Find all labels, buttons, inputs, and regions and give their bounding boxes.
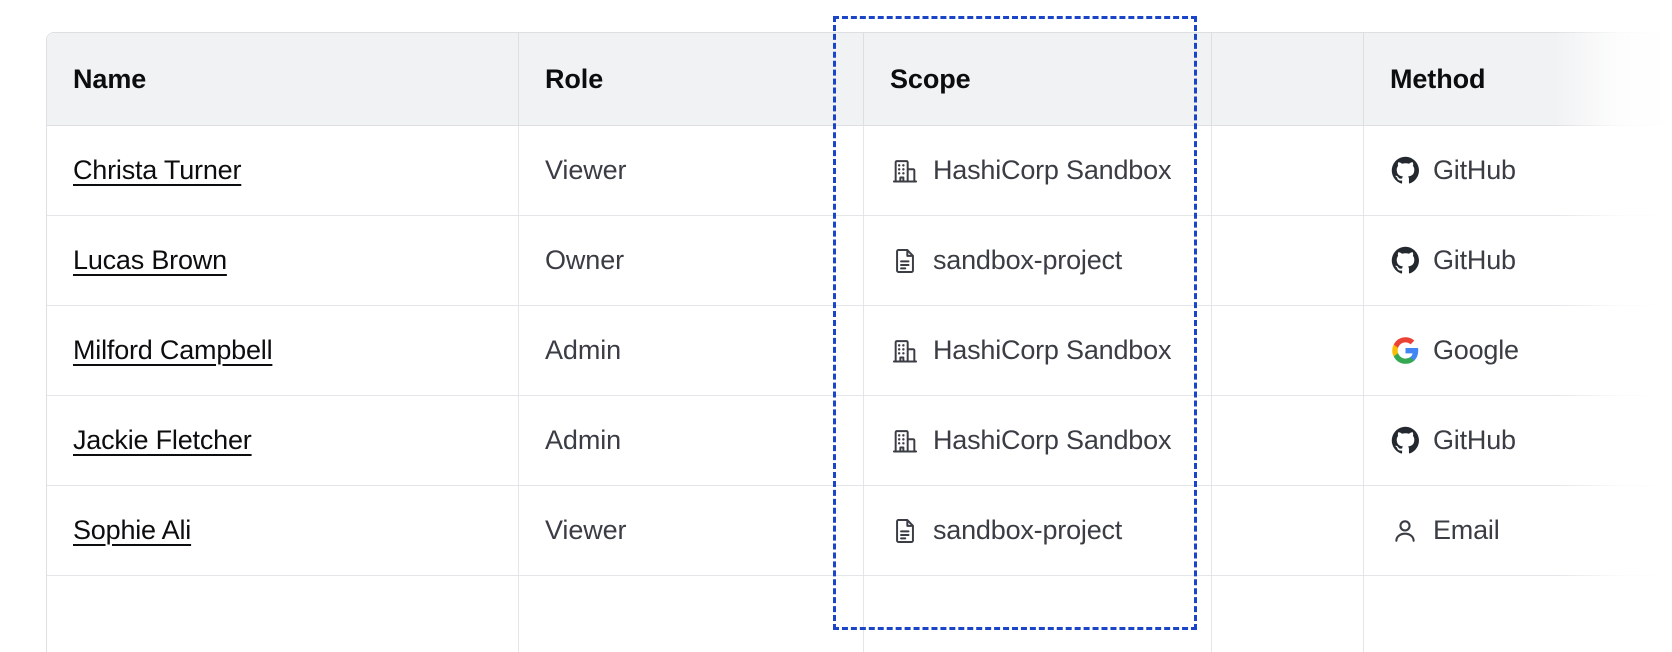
github-icon	[1390, 246, 1420, 276]
user-name-link[interactable]: Jackie Fletcher	[73, 425, 252, 455]
column-header-method[interactable]: Method	[1364, 33, 1672, 126]
organization-building-icon	[890, 426, 920, 456]
scope-label: sandbox-project	[933, 515, 1123, 545]
github-icon	[1390, 156, 1420, 186]
cell-scope: HashiCorp Sandbox	[864, 306, 1212, 396]
cell-blank	[1212, 126, 1364, 216]
method-label: GitHub	[1433, 425, 1516, 455]
cell-name: Lucas Brown	[47, 216, 519, 306]
cell-role	[519, 576, 864, 652]
column-header-role[interactable]: Role	[519, 33, 864, 126]
scope-label: HashiCorp Sandbox	[933, 335, 1172, 365]
cell-scope: HashiCorp Sandbox	[864, 126, 1212, 216]
cell-role: Viewer	[519, 126, 864, 216]
column-header-name[interactable]: Name	[47, 33, 519, 126]
cell-scope: HashiCorp Sandbox	[864, 396, 1212, 486]
table-row[interactable]: Christa Turner Viewer	[47, 126, 1672, 216]
cell-name: Milford Campbell	[47, 306, 519, 396]
cell-method	[1364, 576, 1672, 652]
cell-scope	[864, 576, 1212, 652]
cell-scope: sandbox-project	[864, 486, 1212, 576]
cell-name: Jackie Fletcher	[47, 396, 519, 486]
table-row[interactable]: Sophie Ali Viewer sa	[47, 486, 1672, 576]
user-name-link[interactable]: Sophie Ali	[73, 515, 192, 545]
method-label: Google	[1433, 335, 1519, 365]
cell-method: Email	[1364, 486, 1672, 576]
user-person-icon	[1390, 516, 1420, 546]
permissions-table-scroll-container[interactable]: Name Role Scope Method Christa Turner Vi…	[46, 32, 1672, 652]
cell-blank	[1212, 486, 1364, 576]
cell-scope: sandbox-project	[864, 216, 1212, 306]
cell-role: Viewer	[519, 486, 864, 576]
table-row[interactable]: Milford Campbell Admin	[47, 306, 1672, 396]
user-name-link[interactable]: Christa Turner	[73, 155, 242, 185]
project-document-icon	[890, 246, 920, 276]
column-header-scope[interactable]: Scope	[864, 33, 1212, 126]
user-name-link[interactable]: Lucas Brown	[73, 245, 227, 275]
cell-role: Owner	[519, 216, 864, 306]
cell-blank	[1212, 396, 1364, 486]
method-label: GitHub	[1433, 155, 1516, 185]
cell-name: Sophie Ali	[47, 486, 519, 576]
organization-building-icon	[890, 336, 920, 366]
cell-method: GitHub	[1364, 216, 1672, 306]
project-document-icon	[890, 516, 920, 546]
cell-blank	[1212, 576, 1364, 652]
method-label: Email	[1433, 515, 1500, 545]
github-icon	[1390, 426, 1420, 456]
table-row[interactable]	[47, 576, 1672, 652]
table-row[interactable]: Jackie Fletcher Admin	[47, 396, 1672, 486]
scope-label: HashiCorp Sandbox	[933, 425, 1172, 455]
cell-method: GitHub	[1364, 126, 1672, 216]
permissions-table: Name Role Scope Method Christa Turner Vi…	[46, 32, 1672, 652]
table-header-row: Name Role Scope Method	[47, 33, 1672, 126]
cell-role: Admin	[519, 306, 864, 396]
google-icon	[1390, 336, 1420, 366]
scope-label: HashiCorp Sandbox	[933, 155, 1172, 185]
cell-name: Christa Turner	[47, 126, 519, 216]
table-header: Name Role Scope Method	[47, 33, 1672, 126]
cell-method: GitHub	[1364, 396, 1672, 486]
cell-role: Admin	[519, 396, 864, 486]
user-name-link[interactable]: Milford Campbell	[73, 335, 273, 365]
cell-blank	[1212, 306, 1364, 396]
table-body: Christa Turner Viewer	[47, 126, 1672, 652]
cell-blank	[1212, 216, 1364, 306]
cell-name	[47, 576, 519, 652]
scope-label: sandbox-project	[933, 245, 1123, 275]
cell-method: Google	[1364, 306, 1672, 396]
organization-building-icon	[890, 156, 920, 186]
table-row[interactable]: Lucas Brown Owner sa	[47, 216, 1672, 306]
method-label: GitHub	[1433, 245, 1516, 275]
column-header-blank[interactable]	[1212, 33, 1364, 126]
